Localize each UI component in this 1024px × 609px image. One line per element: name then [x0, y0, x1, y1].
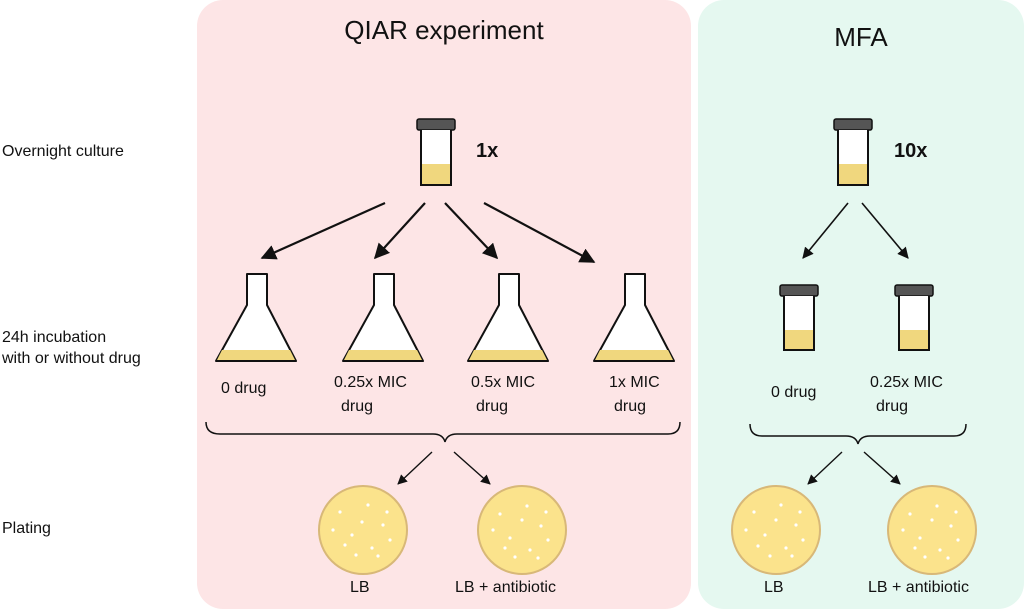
qiar-plate-label-lb: LB [350, 579, 370, 596]
qiar-title: QIAR experiment [344, 15, 544, 45]
mfa-tube-0-drug [779, 284, 819, 351]
flask-0-drug [215, 273, 297, 362]
qiar-plate-lb-antibiotic [477, 485, 567, 575]
flask-label-05x-line2: drug [476, 398, 509, 415]
flask-label-0-drug: 0 drug [221, 380, 267, 397]
qiar-plate-lb [318, 485, 408, 575]
qiar-inoculum-label: 1x [476, 140, 499, 162]
row-label-plating: Plating [2, 520, 51, 537]
mfa-split-arrows [802, 202, 909, 259]
flask-05x-mic [467, 273, 549, 362]
flask-label-1x-line2: drug [614, 398, 647, 415]
mfa-tube-label-025x-line2: drug [876, 398, 909, 415]
mfa-plate-lb [731, 485, 821, 575]
mfa-plate-label-lb: LB [764, 579, 784, 596]
mfa-tube-label-025x-line1: 0.25x MIC [870, 374, 943, 391]
flask-label-025x-line2: drug [341, 398, 374, 415]
mfa-tube-label-0-drug: 0 drug [771, 384, 817, 401]
qiar-overnight-tube [416, 118, 456, 186]
flask-label-05x-line1: 0.5x MIC [471, 374, 536, 391]
row-label-incubation-2: with or without drug [2, 350, 141, 367]
row-label-overnight: Overnight culture [2, 143, 124, 160]
qiar-panel [197, 0, 691, 609]
mfa-brace [749, 423, 967, 445]
mfa-inoculum-label: 10x [894, 140, 928, 162]
mfa-overnight-tube [833, 118, 873, 186]
mfa-plate-lb-antibiotic [887, 485, 977, 575]
flask-label-025x-line1: 0.25x MIC [334, 374, 407, 391]
mfa-plate-label-lb-antibiotic: LB + antibiotic [868, 579, 969, 596]
qiar-split-arrows [260, 201, 596, 263]
row-label-incubation-1: 24h incubation [2, 329, 107, 346]
flask-1x-mic [593, 273, 675, 362]
mfa-tube-025x-mic [894, 284, 934, 351]
qiar-plate-label-lb-antibiotic: LB + antibiotic [455, 579, 556, 596]
mfa-plating-arrows [807, 451, 901, 485]
flask-label-1x-line1: 1x MIC [609, 374, 660, 391]
flask-025x-mic [342, 273, 424, 362]
mfa-title: MFA [834, 22, 888, 52]
qiar-brace [205, 421, 681, 443]
qiar-plating-arrows [397, 451, 491, 485]
